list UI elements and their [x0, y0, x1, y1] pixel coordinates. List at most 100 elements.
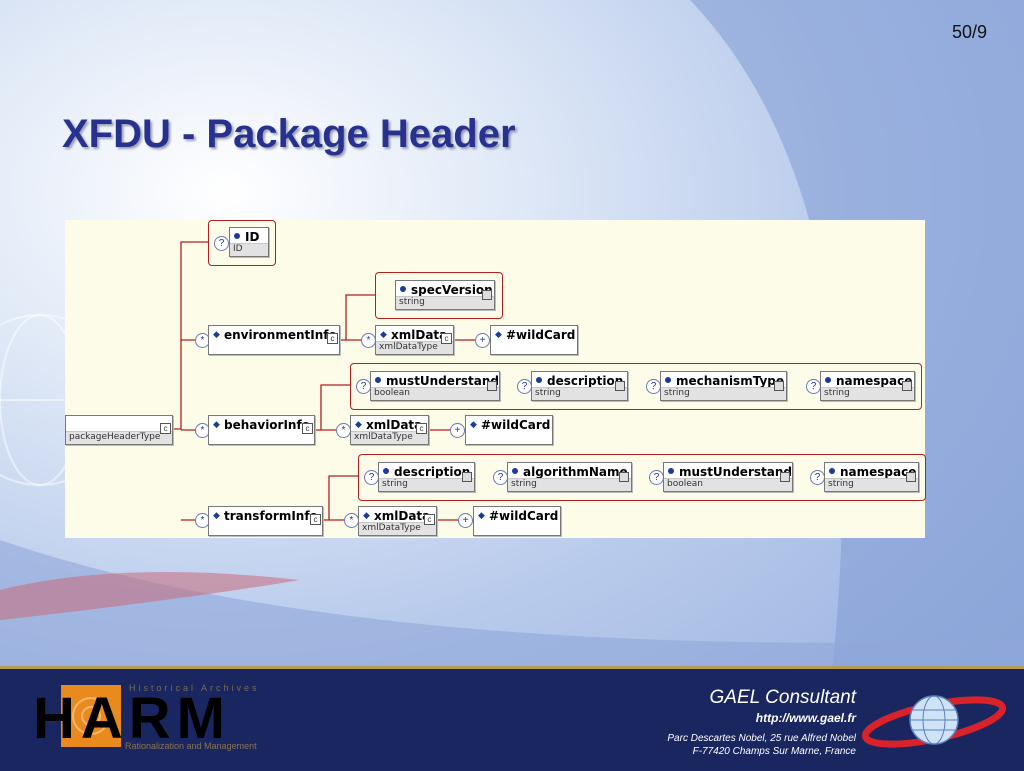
question-icon: ? [214, 236, 229, 251]
behaviorinfo-name: behaviorInfo [224, 418, 310, 432]
environmentinfo-node[interactable]: ◆ environmentInfo c [208, 325, 340, 355]
behaviorinfo-node[interactable]: ◆ behaviorInfo c [208, 415, 315, 445]
element-diamond-icon: ◆ [495, 329, 502, 339]
question-icon: ? [493, 470, 508, 485]
attr-name: mechanismType [676, 374, 785, 388]
behavior-xmldata-node[interactable]: ◆ xmlData xmlDataType c [350, 415, 429, 445]
behavior-attr-node[interactable]: mustUnderstand boolean [370, 371, 500, 401]
attr-name: mustUnderstand [679, 465, 792, 479]
harm-logo-graphic [61, 685, 121, 747]
attribute-dot-icon [536, 377, 542, 383]
element-diamond-icon: ◆ [213, 419, 220, 429]
expand-icon: c [310, 514, 321, 525]
question-icon: ? [364, 470, 379, 485]
attribute-mark-icon [615, 381, 625, 391]
transform-xmldata-node[interactable]: ◆ xmlData xmlDataType c [358, 506, 437, 536]
attr-type: string [661, 387, 786, 400]
specversion-name: specVersion [411, 283, 493, 297]
transforminfo-node[interactable]: ◆ transformInfo c [208, 506, 323, 536]
slide-title: XFDU - Package Header [62, 112, 516, 156]
attr-type: boolean [371, 387, 499, 400]
attribute-mark-icon [487, 381, 497, 391]
attribute-dot-icon [825, 377, 831, 383]
transform-attr-node[interactable]: algorithmName string [507, 462, 632, 492]
attr-name: mustUnderstand [386, 374, 499, 388]
attribute-dot-icon [375, 377, 381, 383]
transforminfo-name: transformInfo [224, 509, 318, 523]
attribute-mark-icon [619, 472, 629, 482]
schema-diagram: packageHeaderType c ? ID ID * ◆ environm… [65, 220, 926, 538]
star-icon: * [344, 513, 359, 528]
attribute-mark-icon [774, 381, 784, 391]
company-url[interactable]: http://www.gael.fr [755, 711, 856, 725]
xmldata-type: xmlDataType [376, 341, 453, 354]
transform-attr-node[interactable]: namespace string [824, 462, 919, 492]
behavior-attr-node[interactable]: namespace string [820, 371, 915, 401]
attr-name: algorithmName [523, 465, 628, 479]
company-name: GAEL Consultant [709, 687, 856, 708]
id-name: ID [245, 230, 260, 244]
attribute-mark-icon [780, 472, 790, 482]
plus-icon: + [475, 333, 490, 348]
attribute-mark-icon [482, 290, 492, 300]
attribute-dot-icon [234, 233, 240, 239]
element-diamond-icon: ◆ [355, 419, 362, 429]
plus-icon: + [450, 423, 465, 438]
harm-letters: HARM [33, 686, 231, 751]
expand-icon: c [160, 423, 171, 434]
attribute-mark-icon [906, 472, 916, 482]
transform-attr-node[interactable]: mustUnderstand boolean [663, 462, 793, 492]
behavior-wildcard-node[interactable]: ◆ #wildCard [465, 415, 553, 445]
behavior-attr-node[interactable]: mechanismType string [660, 371, 787, 401]
plus-icon: + [458, 513, 473, 528]
attr-type: string [508, 478, 631, 491]
id-node[interactable]: ID ID [229, 227, 269, 257]
root-type: packageHeaderType [66, 431, 172, 444]
address-line-1: Parc Descartes Nobel, 25 rue Alfred Nobe… [667, 733, 856, 744]
attribute-dot-icon [400, 286, 406, 292]
environment-wildcard-node[interactable]: ◆ #wildCard [490, 325, 578, 355]
behavior-attr-node[interactable]: description string [531, 371, 628, 401]
question-icon: ? [649, 470, 664, 485]
xmldata-type: xmlDataType [351, 431, 428, 444]
question-icon: ? [806, 379, 821, 394]
attribute-mark-icon [462, 472, 472, 482]
specversion-type: string [396, 296, 494, 309]
address-line-2: F-77420 Champs Sur Marne, France [692, 746, 856, 757]
element-diamond-icon: ◆ [380, 329, 387, 339]
expand-icon: c [416, 423, 427, 434]
xmldata-name: xmlData [366, 418, 423, 432]
attr-type: string [821, 387, 914, 400]
specversion-node[interactable]: specVersion string [395, 280, 495, 310]
transform-attr-node[interactable]: description string [378, 462, 475, 492]
attribute-dot-icon [512, 468, 518, 474]
element-diamond-icon: ◆ [213, 510, 220, 520]
element-diamond-icon: ◆ [363, 510, 370, 520]
harm-tagline-top: Historical Archives [129, 683, 260, 693]
wildcard-name: #wildCard [489, 509, 559, 523]
attribute-dot-icon [665, 377, 671, 383]
wildcard-name: #wildCard [506, 328, 576, 342]
attribute-dot-icon [829, 468, 835, 474]
element-diamond-icon: ◆ [478, 510, 485, 520]
expand-icon: c [441, 333, 452, 344]
page-number: 50/9 [951, 22, 987, 42]
diagram-connectors [173, 241, 475, 521]
root-node[interactable]: packageHeaderType c [65, 415, 173, 445]
attr-name: namespace [840, 465, 917, 479]
harm-tagline-bottom: Rationalization and Management [125, 741, 257, 751]
attribute-dot-icon [383, 468, 389, 474]
environmentinfo-name: environmentInfo [224, 328, 337, 342]
id-type: ID [230, 243, 268, 256]
attr-name: description [547, 374, 624, 388]
attr-name: description [394, 465, 471, 479]
attr-type: boolean [664, 478, 792, 491]
attribute-dot-icon [668, 468, 674, 474]
expand-icon: c [302, 423, 313, 434]
attr-type: string [825, 478, 918, 491]
element-diamond-icon: ◆ [213, 329, 220, 339]
harm-logo: HARM Historical Archives Rationalization… [33, 683, 283, 753]
wildcard-name: #wildCard [481, 418, 551, 432]
transform-wildcard-node[interactable]: ◆ #wildCard [473, 506, 561, 536]
environment-xmldata-node[interactable]: ◆ xmlData xmlDataType c [375, 325, 454, 355]
